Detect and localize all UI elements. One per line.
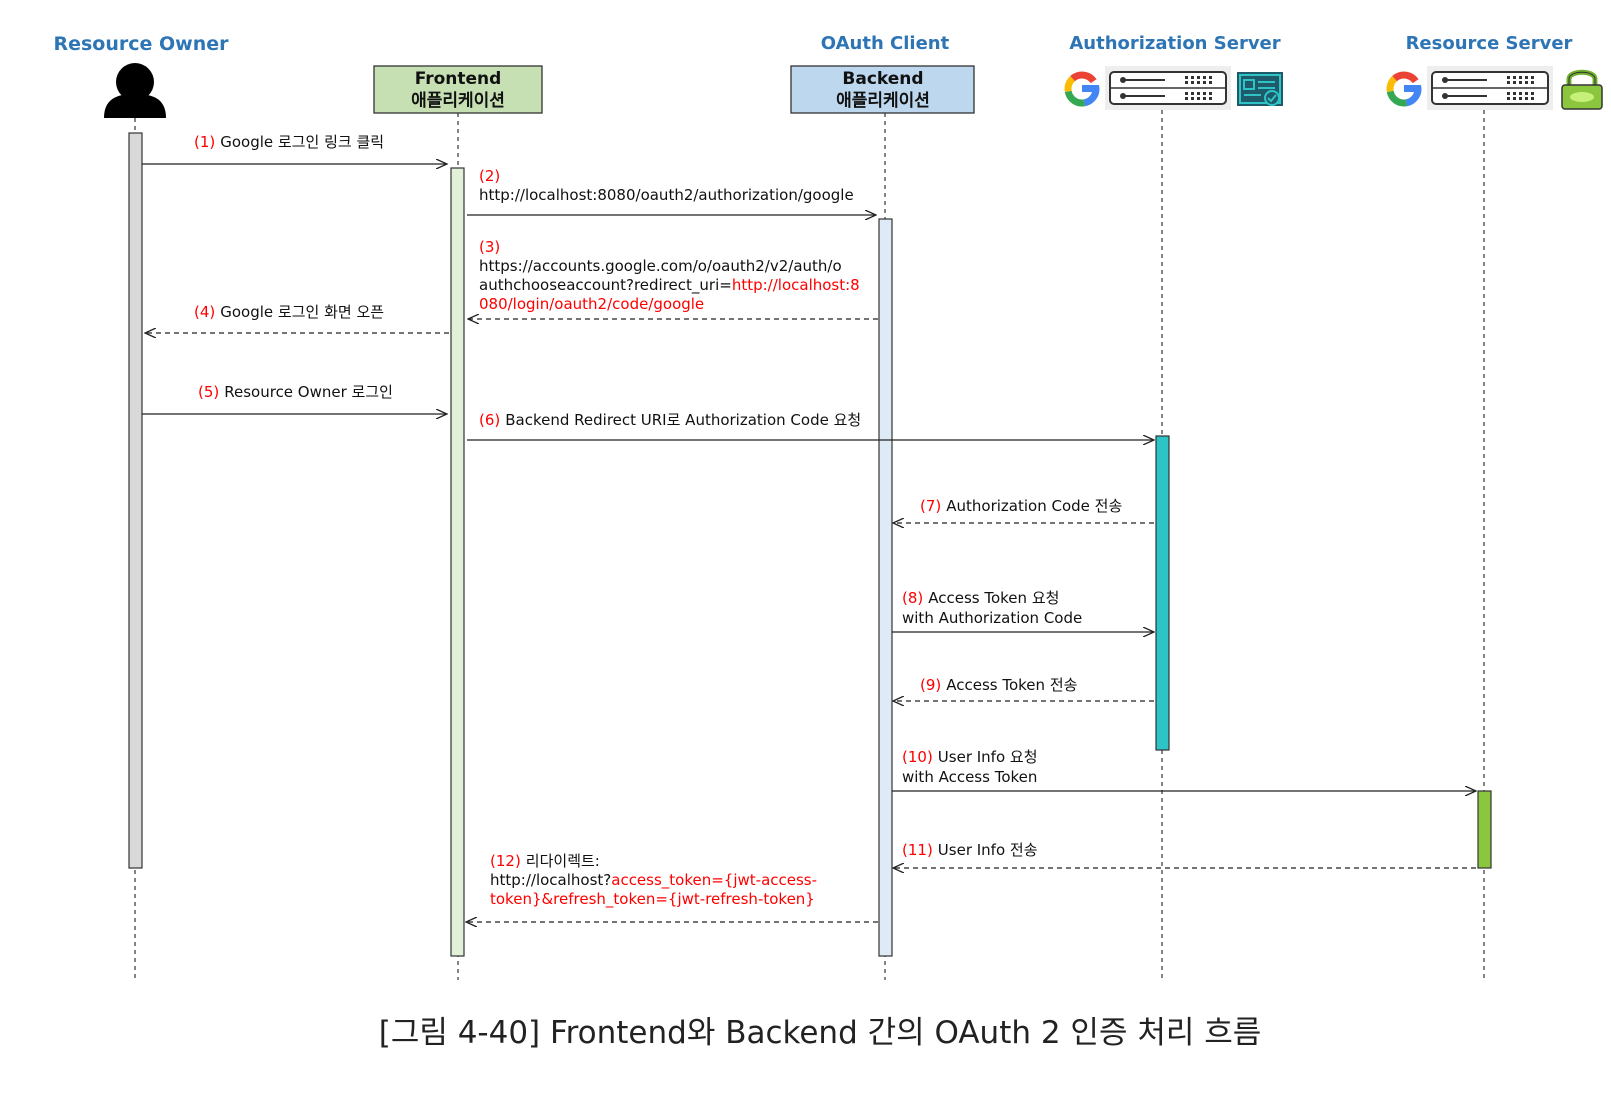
frontend-label: Frontend [415, 69, 502, 89]
authorization-server-activation [1155, 435, 1170, 751]
backend-application-box: Backend 애플리케이션 [790, 65, 975, 114]
lifelines [134, 110, 1485, 980]
frontend-activation [450, 167, 465, 957]
message-10-label: (10)User Info 요청 with Access Token [902, 748, 1042, 786]
authorization-server-title: Authorization Server [1069, 33, 1280, 54]
message-12-label: (12)리다이렉트: http://localhost?access_token… [490, 852, 822, 909]
resource-server-activation [1477, 790, 1492, 869]
resource-server-icons [1386, 66, 1603, 110]
backend-sublabel: 애플리케이션 [836, 91, 930, 111]
message-6-label: (6)Backend Redirect URI로 Authorization C… [479, 411, 861, 429]
figure-caption: [그림 4-40] Frontend와 Backend 간의 OAuth 2 인… [379, 1015, 1262, 1051]
message-5-label: (5)Resource Owner 로그인 [198, 383, 393, 401]
message-2-label: (2) http://localhost:8080/oauth2/authori… [479, 167, 854, 204]
message-9-label: (9)Access Token 전송 [920, 676, 1077, 694]
message-3-label: (3) https://accounts.google.com/o/oauth2… [479, 238, 865, 313]
resource-server-title: Resource Server [1406, 33, 1573, 54]
lock-icon [1561, 69, 1603, 110]
backend-activation [878, 218, 893, 957]
message-11-label: (11)User Info 전송 [902, 841, 1038, 859]
authorization-server-icons [1064, 66, 1283, 110]
person-icon [104, 63, 166, 118]
google-g-icon [1064, 71, 1100, 107]
server-rack-icon [1427, 66, 1553, 110]
backend-label: Backend [842, 69, 923, 89]
message-4-label: (4)Google 로그인 화면 오픈 [194, 303, 384, 321]
oauth-client-title: OAuth Client [821, 33, 950, 54]
certificate-icon [1237, 72, 1283, 106]
frontend-sublabel: 애플리케이션 [411, 91, 505, 111]
frontend-application-box: Frontend 애플리케이션 [373, 65, 543, 114]
message-7-label: (7)Authorization Code 전송 [920, 497, 1122, 515]
resource-owner-activation [128, 132, 143, 869]
resource-owner-title: Resource Owner [53, 33, 229, 55]
message-1-label: (1)Google 로그인 링크 클릭 [194, 133, 384, 151]
google-g-icon [1386, 71, 1422, 107]
server-rack-icon [1105, 66, 1231, 110]
message-8-label: (8)Access Token 요청 with Authorization Co… [902, 589, 1082, 627]
